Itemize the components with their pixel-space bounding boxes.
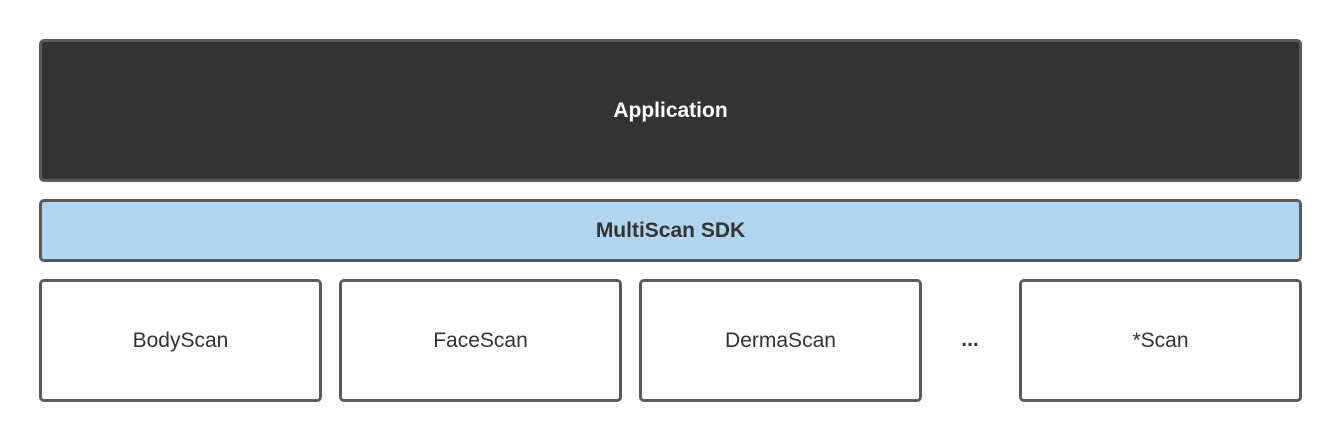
application-layer: Application <box>39 39 1302 182</box>
application-label: Application <box>613 98 728 122</box>
module-label: *Scan <box>1132 328 1189 352</box>
multiscan-sdk-layer: MultiScan SDK <box>39 199 1302 262</box>
module-wildcard-scan: *Scan <box>1019 279 1302 402</box>
module-dermascan: DermaScan <box>639 279 922 402</box>
module-facescan: FaceScan <box>339 279 622 402</box>
module-label: BodyScan <box>132 328 229 352</box>
module-label: FaceScan <box>433 328 528 352</box>
more-modules-ellipsis: ... <box>961 328 979 351</box>
module-bodyscan: BodyScan <box>39 279 322 402</box>
sdk-label: MultiScan SDK <box>595 218 746 242</box>
module-label: DermaScan <box>725 328 836 352</box>
